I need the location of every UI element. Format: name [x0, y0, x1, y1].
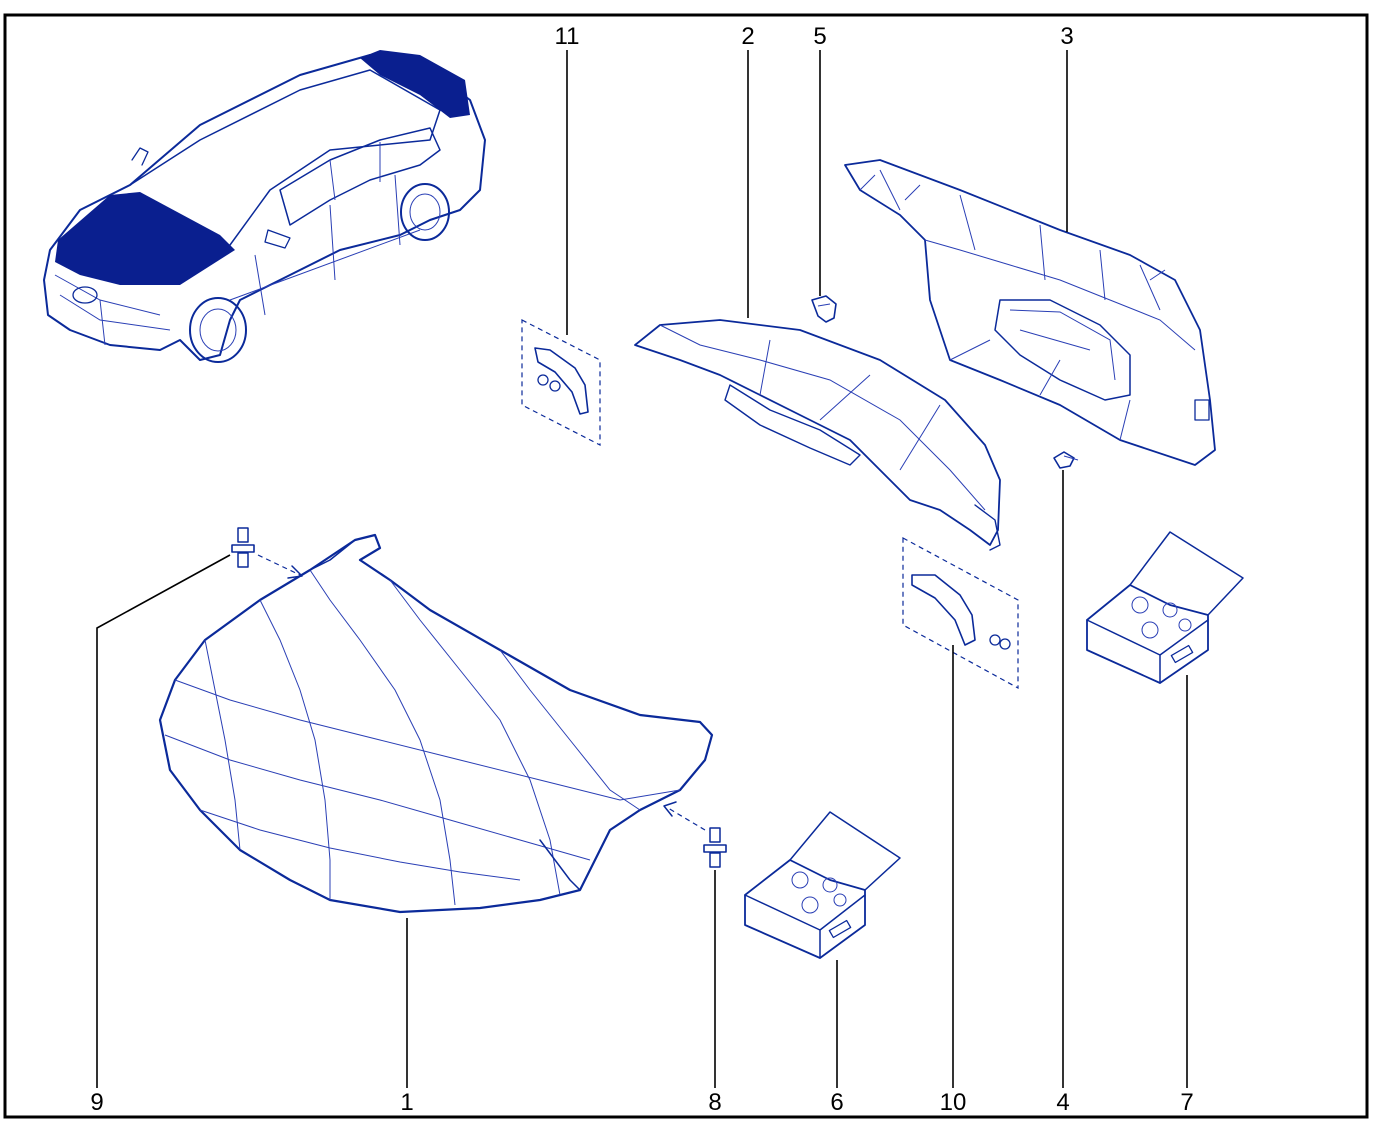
fastener-kit-box-7 — [1086, 531, 1244, 684]
callout-5: 5 — [813, 23, 826, 50]
fastener-kit-box-6 — [744, 811, 901, 959]
bolt-part-9 — [231, 527, 303, 579]
callout-1: 1 — [400, 1089, 413, 1116]
clip-part-4 — [1053, 451, 1079, 469]
callout-8: 8 — [708, 1089, 721, 1116]
hinge-part-11 — [521, 319, 601, 446]
callout-leader-lines — [96, 50, 1188, 1088]
tailgate-panel-illustration — [844, 159, 1216, 466]
hinge-part-10 — [902, 536, 1019, 690]
callout-2: 2 — [741, 23, 754, 50]
car-illustration — [43, 50, 486, 363]
car-bonnet-highlight — [55, 192, 235, 285]
callout-labels: 11 2 5 3 9 1 8 6 10 4 7 — [90, 23, 1193, 1116]
callout-10: 10 — [940, 1089, 967, 1116]
bonnet-illustration — [158, 533, 714, 914]
callout-11: 11 — [555, 23, 580, 50]
callout-9: 9 — [90, 1089, 103, 1116]
callout-4: 4 — [1056, 1089, 1069, 1116]
callout-3: 3 — [1060, 23, 1073, 50]
car-boot-highlight — [360, 50, 470, 118]
callout-6: 6 — [830, 1089, 843, 1116]
diagram-frame — [3, 13, 1369, 1119]
bolt-part-8 — [663, 801, 727, 868]
clip-part-5 — [811, 295, 837, 323]
spoiler-trim-illustration — [634, 319, 1001, 551]
callout-7: 7 — [1180, 1089, 1193, 1116]
